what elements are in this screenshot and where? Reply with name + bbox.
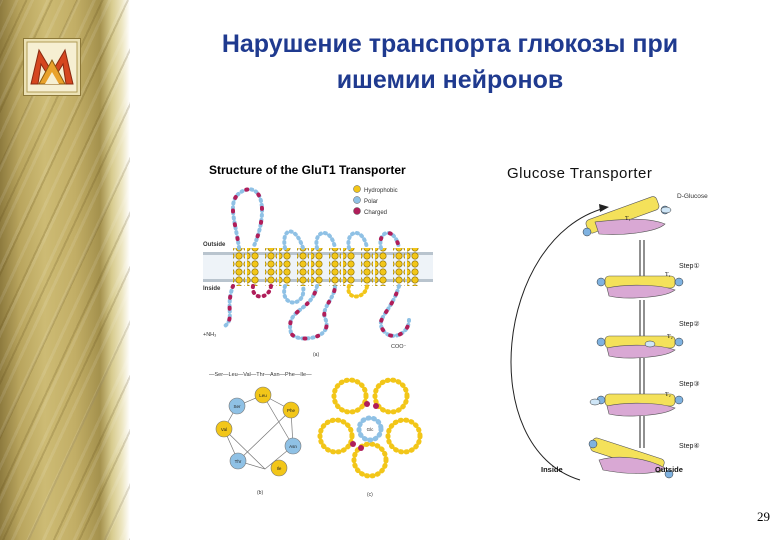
step-arrows xyxy=(639,240,645,448)
transmembrane-helices xyxy=(233,248,419,286)
panel-a-label: (a) xyxy=(313,352,319,358)
outside-label-right: Outside xyxy=(655,465,683,474)
glucose-transporter-title: Glucose Transporter xyxy=(507,165,652,182)
title-line-1: Нарушение транспорта глюкозы при xyxy=(221,30,679,58)
t2-label-2: T₂ xyxy=(665,392,671,398)
c-terminus-label: COO⁻ xyxy=(391,344,407,350)
transporter-state-4 xyxy=(589,393,684,417)
transporter-state-5 xyxy=(588,437,674,479)
panel-b-label: (b) xyxy=(257,490,263,496)
t2-label-1: T₂ xyxy=(667,334,673,340)
step-2-label: Step② xyxy=(679,320,700,328)
pore-label: Glc xyxy=(367,427,375,432)
inside-label: Inside xyxy=(203,286,221,292)
cycle-arrow xyxy=(510,207,606,481)
wheel-residue-5: Thr xyxy=(235,459,242,464)
legend-hydrophobic-swatch xyxy=(353,185,361,193)
t1-label-2: T₁ xyxy=(665,272,671,278)
extracellular-loops xyxy=(230,187,401,250)
legend-charged-swatch xyxy=(353,207,361,215)
wheel-residues xyxy=(215,386,302,477)
glut1-topology-panel: Structure of the GluT1 Transporter Hydro… xyxy=(203,163,433,358)
wheel-residue-7: Ser xyxy=(233,404,241,409)
intracellular-loops xyxy=(223,284,411,341)
d-glucose-label: D-Glucose xyxy=(677,193,708,200)
step-1-label: Step① xyxy=(679,262,700,270)
glut1-title: Structure of the GluT1 Transporter xyxy=(209,163,406,177)
transporter-state-3 xyxy=(596,335,684,359)
slide-title: Нарушение транспорта глюкозы при ишемии … xyxy=(140,26,760,98)
wheel-residue-6: Val xyxy=(221,427,227,432)
page-number: 29 xyxy=(757,509,770,524)
t1-label-1: T₁ xyxy=(625,216,631,222)
transporter-state-2 xyxy=(596,275,684,299)
sequence-label: —Ser—Leu—Val—Thr—Asn—Phe—Ile— xyxy=(209,372,312,378)
charged-residues-pore xyxy=(350,401,379,451)
inside-label-right: Inside xyxy=(541,465,563,474)
helical-wheel-panel: —Ser—Leu—Val—Thr—Asn—Phe—Ile— Leu Phe As… xyxy=(209,372,312,496)
title-line-2: ишемии нейронов xyxy=(336,66,564,94)
wheel-residue-4: Ile xyxy=(277,466,282,471)
wheel-residue-1: Leu xyxy=(259,393,267,398)
legend-polar-swatch xyxy=(353,196,361,204)
legend: Hydrophobic Polar Charged xyxy=(353,185,398,216)
legend-hydrophobic-label: Hydrophobic xyxy=(364,188,398,194)
glucose-transporter-figure: Structure of the GluT1 Transporter Hydro… xyxy=(203,163,708,498)
glucose-molecule-icon xyxy=(660,206,672,214)
legend-charged-label: Charged xyxy=(364,210,387,216)
n-terminus-label: +NH₃ xyxy=(203,332,216,338)
pore-helix-rings xyxy=(317,377,423,479)
outside-label: Outside xyxy=(203,242,226,248)
mam-logo-icon xyxy=(23,38,81,96)
glucose-transporter-panel: Glucose Transporter xyxy=(507,165,708,481)
legend-polar-label: Polar xyxy=(364,199,378,205)
wheel-residue-3: Asn xyxy=(289,444,297,449)
panel-c-label: (c) xyxy=(367,492,373,498)
decorative-sidebar xyxy=(0,0,130,540)
wheel-residue-2: Phe xyxy=(287,408,296,413)
pore-ring-panel: Glc (c) xyxy=(317,377,423,498)
step-4-label: Step④ xyxy=(679,442,700,450)
step-3-label: Step③ xyxy=(679,380,700,388)
